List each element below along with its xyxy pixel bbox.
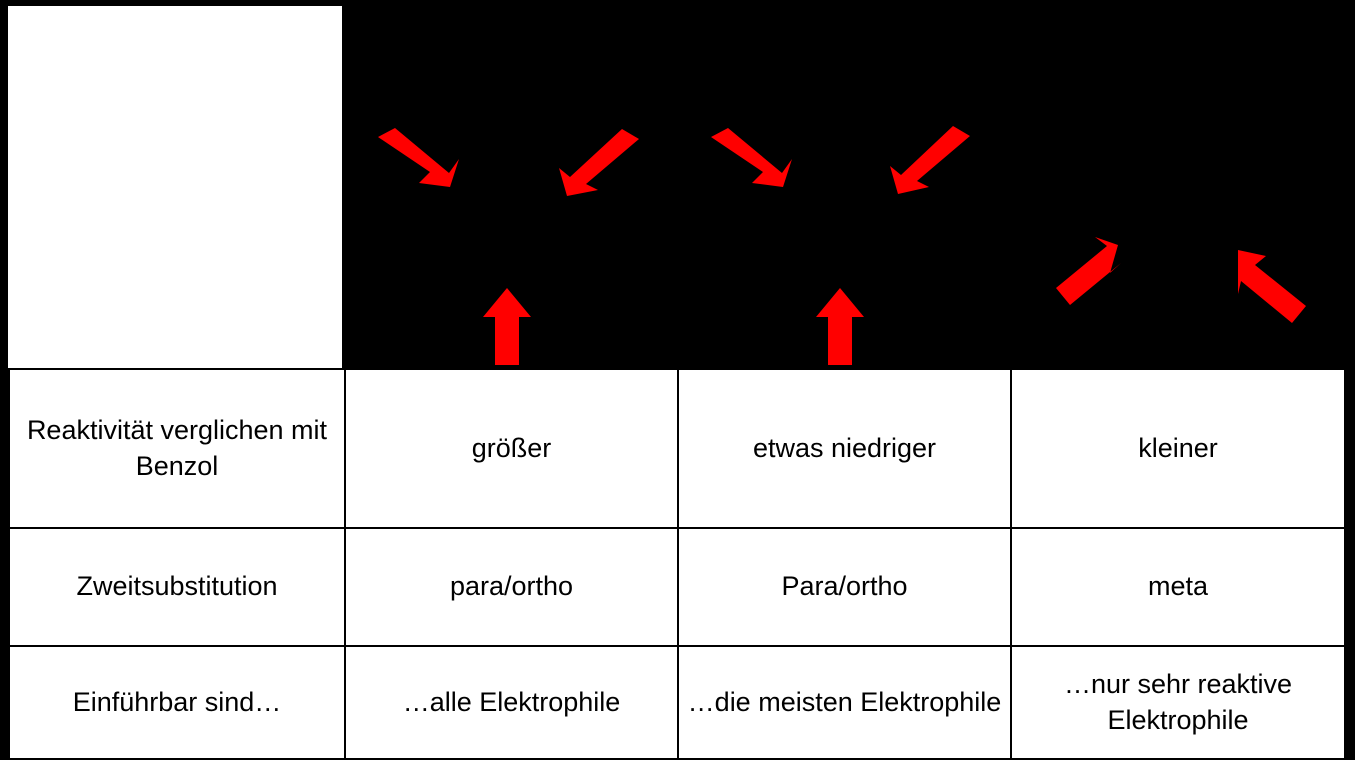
cell-substitution-col3: meta xyxy=(1010,527,1346,647)
arrow-up-icon xyxy=(816,288,864,365)
table-row: Einführbar sind… …alle Elektrophile …die… xyxy=(8,645,1346,760)
cell-reactivity-col1: größer xyxy=(344,368,679,529)
arrow-down-right-icon xyxy=(711,128,792,187)
comparison-table: Reaktivität verglichen mit Benzol größer… xyxy=(8,368,1346,760)
row-label-reactivity: Reaktivität verglichen mit Benzol xyxy=(8,368,346,529)
row-label-substitution: Zweitsubstitution xyxy=(8,527,346,647)
arrow-up-icon xyxy=(483,288,531,365)
cell-introducible-col1: …alle Elektrophile xyxy=(344,645,679,760)
cell-substitution-col1: para/ortho xyxy=(344,527,679,647)
arrow-down-left-icon xyxy=(890,126,970,194)
header-placeholder-cell xyxy=(8,4,342,370)
arrow-up-right-icon xyxy=(1056,237,1121,305)
cell-reactivity-col3: kleiner xyxy=(1010,368,1346,529)
arrow-down-left-icon xyxy=(559,129,639,196)
cell-reactivity-col2: etwas niedriger xyxy=(677,368,1012,529)
cell-introducible-col3: …nur sehr reaktive Elektrophile xyxy=(1010,645,1346,760)
table-row: Zweitsubstitution para/ortho Para/ortho … xyxy=(8,527,1346,647)
table-row: Reaktivität verglichen mit Benzol größer… xyxy=(8,368,1346,529)
cell-introducible-col2: …die meisten Elektrophile xyxy=(677,645,1012,760)
row-label-introducible: Einführbar sind… xyxy=(8,645,346,760)
cell-substitution-col2: Para/ortho xyxy=(677,527,1012,647)
arrow-up-left-icon xyxy=(1238,250,1306,323)
arrow-down-right-icon xyxy=(378,128,459,187)
